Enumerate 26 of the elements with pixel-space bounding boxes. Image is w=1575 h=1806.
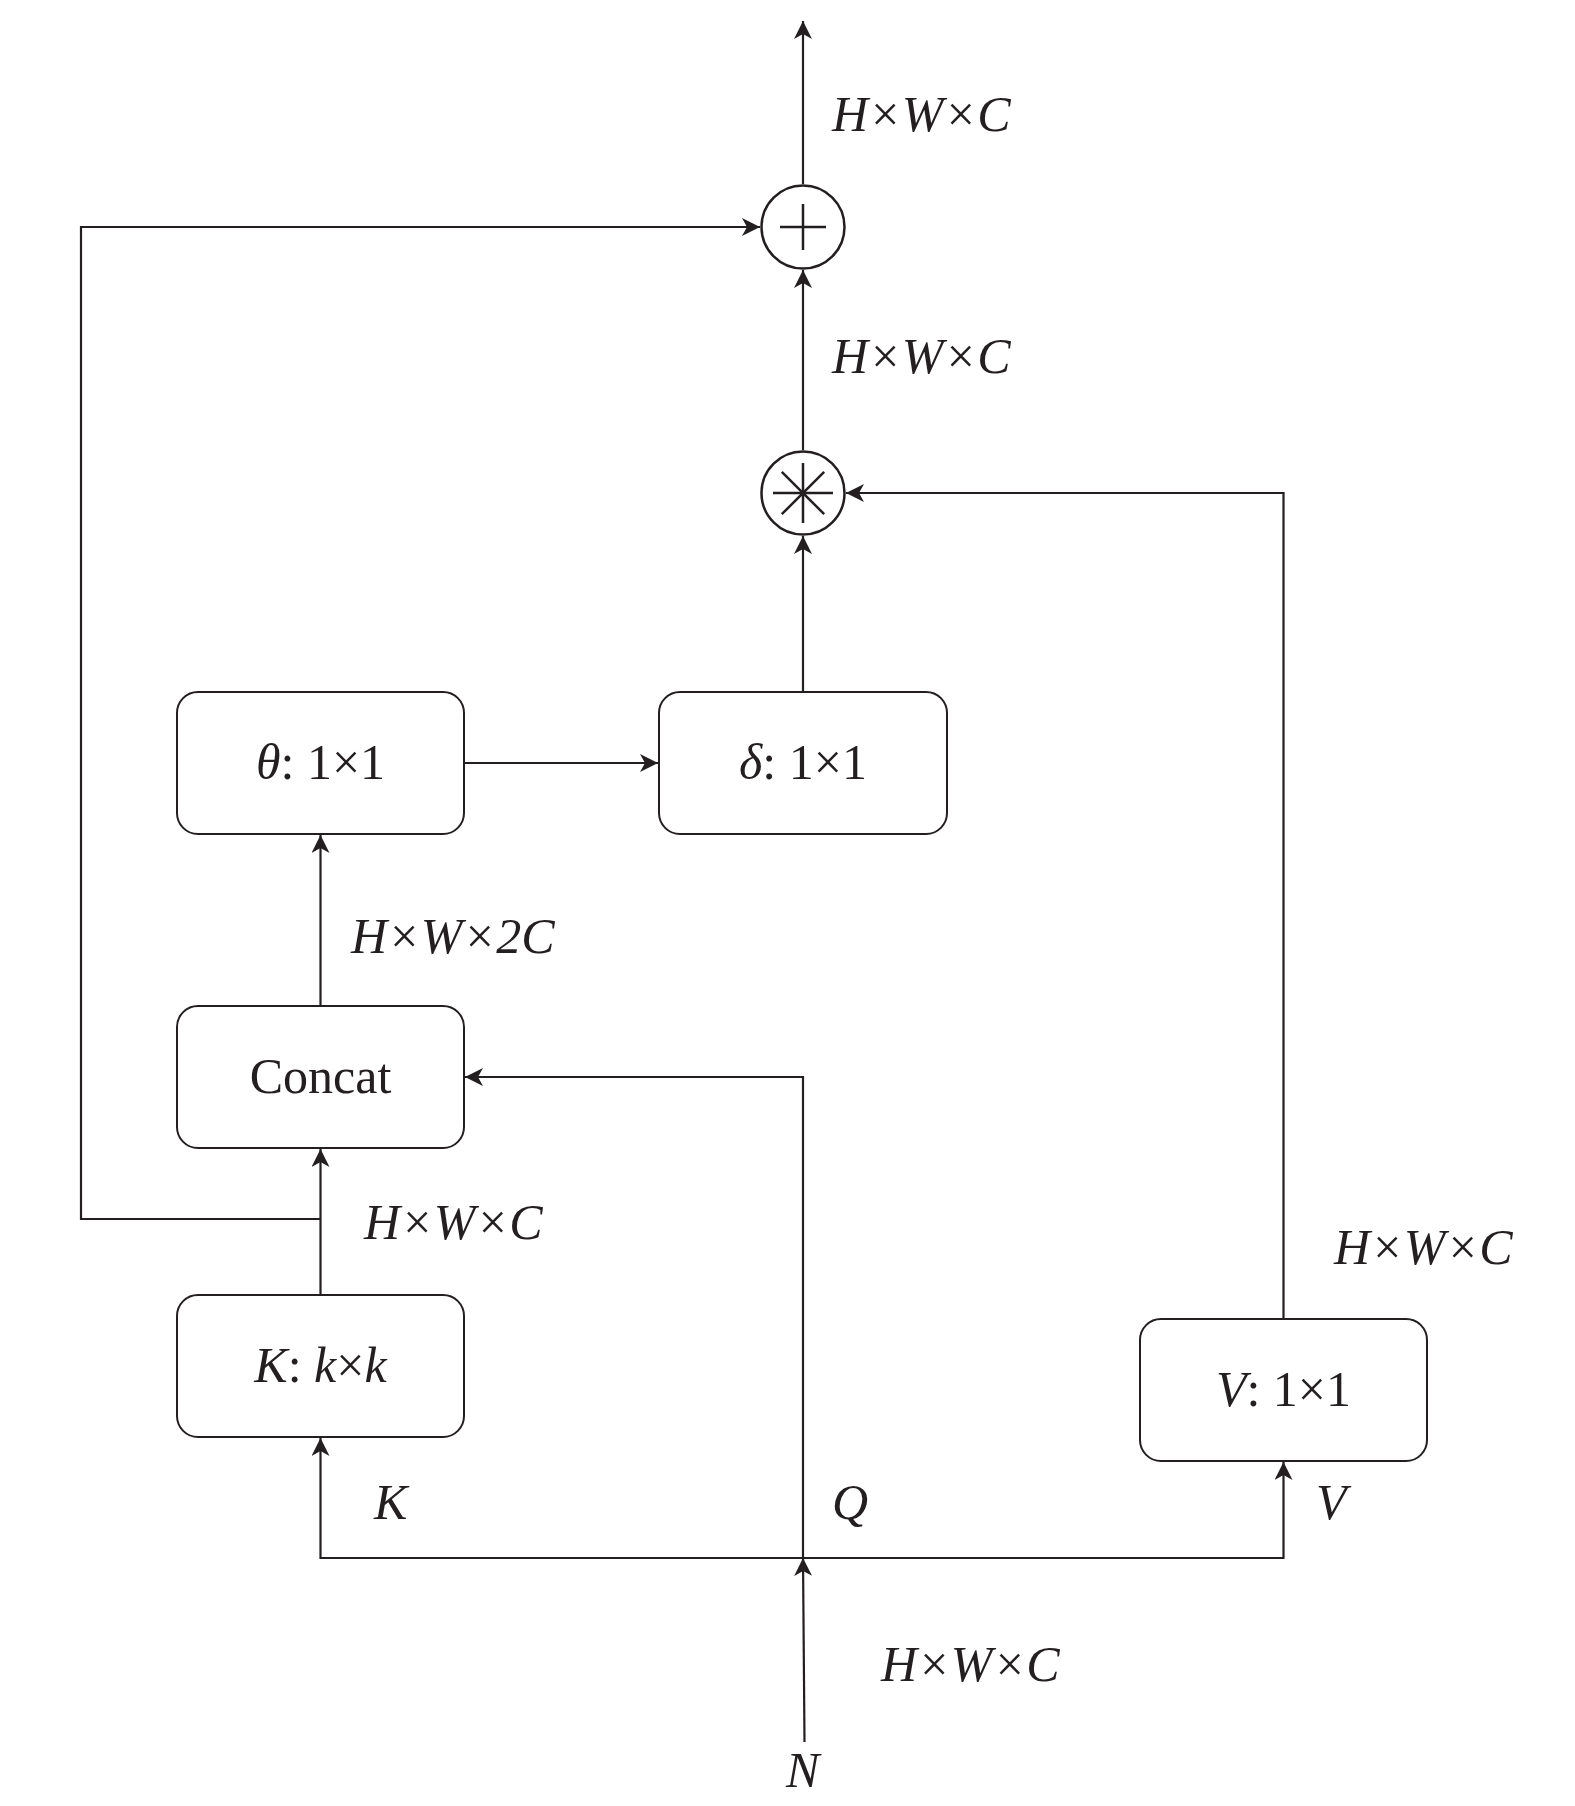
arrow: [803, 1462, 1293, 1560]
arrow: [311, 1438, 803, 1560]
process-box: [176, 1294, 465, 1438]
block-label: θ: 1×1: [254, 734, 387, 792]
arrow: [79, 218, 760, 1221]
process-box: [176, 1005, 465, 1149]
plus-circle: [760, 184, 846, 270]
arrow: [846, 484, 1285, 1318]
arrow: [465, 754, 658, 772]
arrow: [794, 270, 812, 450]
block-label: Concat: [248, 1048, 393, 1106]
arrow: [465, 1068, 805, 1558]
arrow: [794, 536, 812, 691]
arrow: [311, 1149, 330, 1219]
process-box: [658, 691, 948, 835]
input-label: N: [783, 1742, 826, 1800]
arrow: [311, 835, 330, 1005]
block-label: V: 1×1: [1214, 1361, 1353, 1419]
arrow: [794, 21, 812, 184]
asterisk-circle: [760, 450, 846, 536]
connector-line: [319, 1219, 322, 1294]
block-label: δ: 1×1: [738, 734, 868, 792]
block-label: K: k×k: [252, 1337, 389, 1395]
process-box: [1139, 1318, 1428, 1462]
arrow: [794, 1558, 813, 1742]
process-box: [176, 691, 465, 835]
